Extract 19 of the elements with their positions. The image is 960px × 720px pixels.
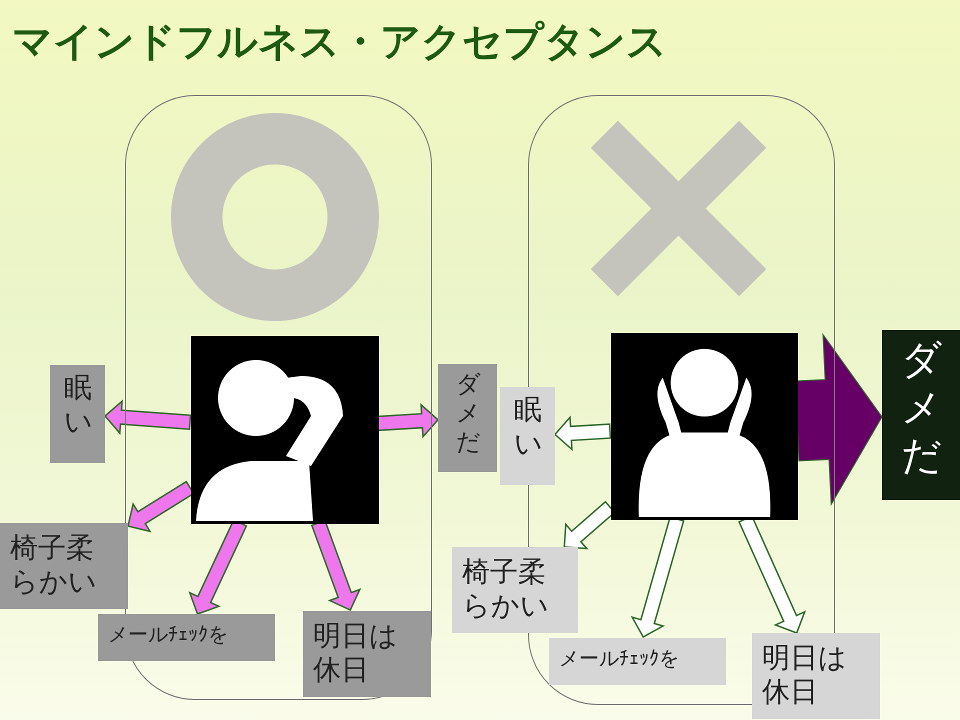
text-box: 眠い — [500, 387, 555, 485]
text-box: 椅子柔らかい — [452, 547, 578, 633]
rounded-panel — [125, 95, 432, 700]
text-box: 眠い — [50, 365, 105, 463]
circle-mark — [171, 113, 379, 321]
text-box: 明日は休日 — [752, 633, 880, 719]
text-box: ダメだ — [882, 330, 960, 500]
text-box: 明日は休日 — [303, 611, 431, 697]
text-box: 椅子柔らかい — [0, 523, 128, 609]
person-icon — [611, 333, 798, 520]
text-box: メールﾁｪｯｸを — [98, 614, 275, 661]
cross-mark — [591, 121, 766, 296]
text-box: メールﾁｪｯｸを — [549, 638, 726, 685]
slide-title: マインドフルネス・アクセプタンス — [12, 17, 667, 67]
block-arrow — [104, 399, 192, 435]
text-box: ダメだ — [438, 364, 497, 472]
block-arrow — [376, 403, 440, 439]
person-icon — [191, 336, 379, 524]
block-arrow — [554, 416, 612, 452]
